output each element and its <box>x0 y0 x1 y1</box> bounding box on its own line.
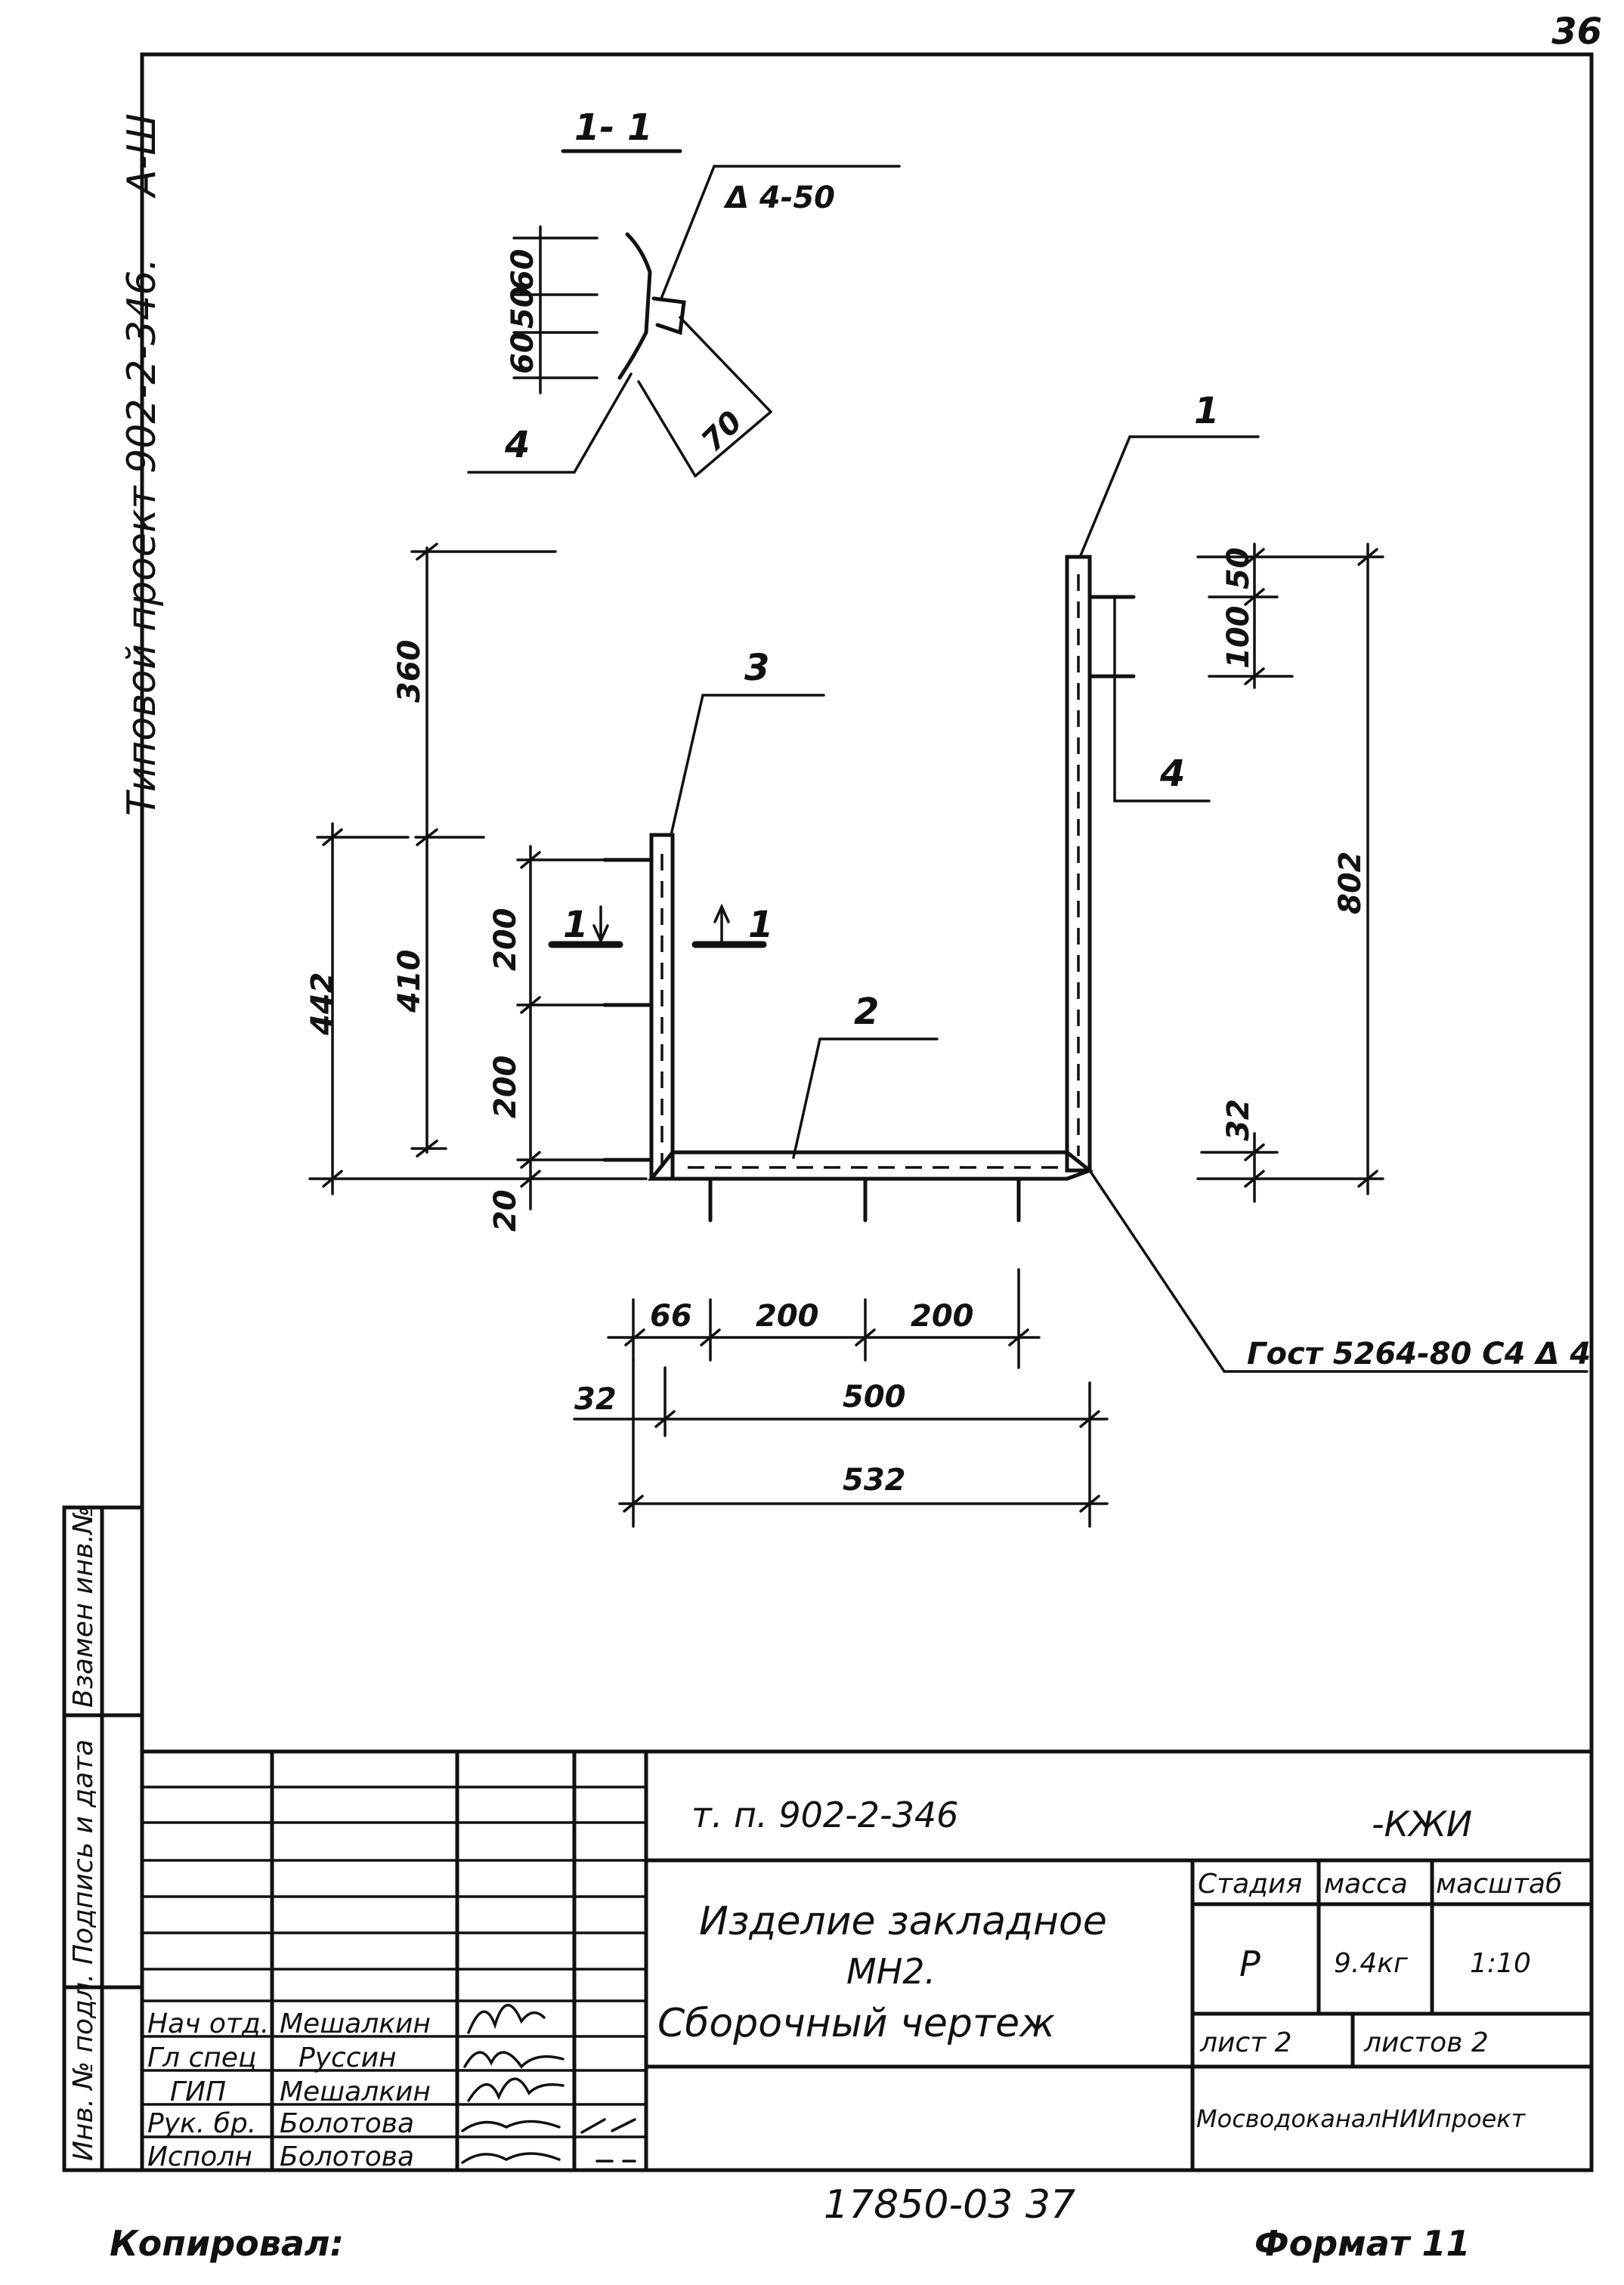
mass-value: 9.4кг <box>1334 1948 1409 1979</box>
signature-3 <box>461 2118 636 2134</box>
sheet-value: лист 2 <box>1199 2027 1292 2058</box>
name-0: Мешалкин <box>280 2008 431 2039</box>
role-4: Исполн <box>147 2141 252 2172</box>
footer-format: Формат 11 <box>1254 2223 1470 2264</box>
name-3: Болотова <box>280 2108 414 2139</box>
col-scale: масштаб <box>1436 1869 1562 1900</box>
dim-410: 410 <box>392 950 427 1014</box>
dim-100: 100 <box>1221 606 1256 669</box>
weld-standard: Гост 5264-80 С4 Δ 4 <box>1247 1337 1591 1371</box>
section-part-label: 4 <box>504 424 530 466</box>
drawing-frame <box>140 52 1594 2172</box>
sheet-number: 36 <box>1551 11 1602 53</box>
dim-442: 442 <box>305 972 340 1037</box>
title-block: Нач отд. Гл спец ГИП Рук. бр. Исполн Меш… <box>140 1749 1594 2172</box>
bottom-plate <box>647 1150 1094 1181</box>
dim-500: 500 <box>843 1380 906 1415</box>
dim-66: 66 <box>650 1299 692 1334</box>
stamp-inv-podl: Инв. № подл. <box>68 1974 99 2161</box>
dim-200-a: 200 <box>756 1299 819 1334</box>
dim-532: 532 <box>843 1463 906 1498</box>
part-3-label: 3 <box>744 647 769 689</box>
signature-1 <box>463 2051 565 2069</box>
left-dimensions: 360 410 442 200 200 20 <box>305 543 648 1232</box>
name-1: Руссин <box>299 2042 397 2073</box>
name-2: Мешалкин <box>280 2076 431 2107</box>
dim-20: 20 <box>488 1189 523 1232</box>
col-stage: Стадия <box>1198 1869 1302 1900</box>
name-4: Болотова <box>280 2141 414 2172</box>
section-1-1: 1- 1 Δ 4-50 60 50 60 70 4 <box>467 107 901 478</box>
title-line-2: МН2. <box>846 1951 936 1992</box>
signature-0 <box>467 2004 546 2034</box>
cut-mark-right: 1 <box>748 904 773 946</box>
signature-4 <box>461 2152 636 2164</box>
organization: МосводоканалНИИпроект <box>1196 2104 1527 2133</box>
scale-value: 1:10 <box>1470 1948 1531 1979</box>
part-4-label: 4 <box>1159 753 1185 795</box>
role-0: Нач отд. <box>147 2008 269 2039</box>
role-3: Рук. бр. <box>147 2108 256 2139</box>
part-1-label: 1 <box>1194 390 1219 432</box>
sheets-value: листов 2 <box>1363 2027 1489 2058</box>
part-2-label: 2 <box>854 991 879 1033</box>
signature-2 <box>467 2077 565 2102</box>
footer-number: 17850-03 37 <box>824 2182 1075 2228</box>
section-dim-60-top: 60 <box>506 249 540 291</box>
right-post <box>1065 555 1092 1173</box>
stage-value: Р <box>1239 1943 1261 1984</box>
doc-suffix: -КЖИ <box>1372 1804 1472 1844</box>
side-project-text: Типовой проект 902-2-346. <box>119 258 165 816</box>
section-profile <box>617 232 652 380</box>
bottom-dimensions: 66 200 200 32 500 532 <box>573 1268 1109 1528</box>
dim-360: 360 <box>392 640 427 703</box>
side-stamp: Инв. № подл. Подпись и дата Взамен инв.№ <box>62 1505 144 2172</box>
cut-mark-left: 1 <box>563 904 588 946</box>
title-line-3: Сборочный чертеж <box>657 2001 1055 2046</box>
dim-200-b: 200 <box>911 1299 974 1334</box>
role-1: Гл спец <box>147 2042 257 2073</box>
section-dim-50: 50 <box>506 286 540 329</box>
section-label: 1- 1 <box>574 107 652 149</box>
dim-32-right: 32 <box>1221 1099 1256 1141</box>
role-2: ГИП <box>170 2076 226 2107</box>
title-line-1: Изделие закладное <box>699 1899 1107 1944</box>
dim-50: 50 <box>1221 547 1256 589</box>
stamp-replace-inv: Взамен инв.№ <box>68 1506 99 1708</box>
doc-code: т. п. 902-2-346 <box>691 1795 958 1835</box>
footer-copy: Копировал: <box>110 2223 344 2264</box>
main-elevation: 1 3 2 4 1 1 Гост 5264-80 С4 Δ 4 <box>548 390 1591 1373</box>
stamp-signature-date: Подпись и дата <box>68 1739 99 1965</box>
dim-200-upper: 200 <box>488 908 523 972</box>
right-dimensions: 50 100 802 32 <box>1196 543 1384 1203</box>
dim-200-lower: 200 <box>488 1056 523 1119</box>
dim-802: 802 <box>1333 852 1368 915</box>
dim-32-bottom: 32 <box>574 1382 617 1417</box>
col-mass: масса <box>1324 1869 1408 1900</box>
section-dim-70: 70 <box>695 404 750 459</box>
section-dim-60-bottom: 60 <box>506 332 540 374</box>
section-weld: Δ 4-50 <box>723 181 835 215</box>
side-album-text: А-Ш <box>119 113 165 199</box>
